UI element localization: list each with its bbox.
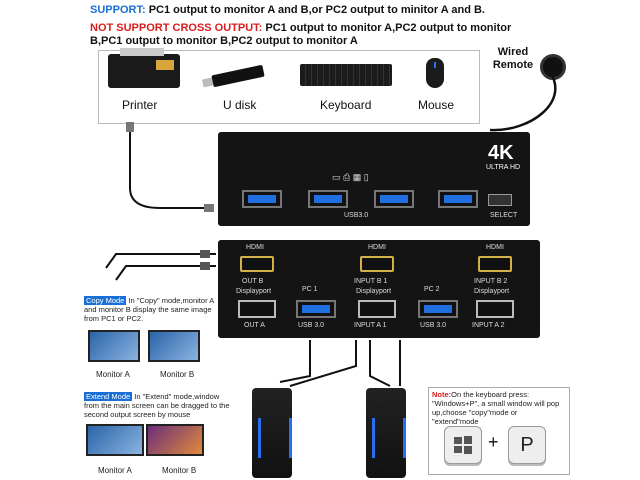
note-desc: On the keyboard press: "Windows+P", a sm…: [432, 390, 560, 426]
mouse-label: Mouse: [418, 98, 455, 112]
usb-cable: [126, 122, 214, 212]
hdmi-port-input-b2: [478, 256, 512, 272]
pc2-tower-icon: [366, 388, 406, 478]
p-key-label: P: [520, 434, 534, 456]
ultra-hd-badge: ULTRA HD: [486, 164, 521, 171]
monitor-a-extend: [86, 424, 144, 456]
not-support-line: NOT SUPPORT CROSS OUTPUT: PC1 output to …: [90, 22, 530, 48]
monitor-a-copy: [88, 330, 140, 362]
4k-badge: 4K: [488, 142, 514, 164]
input-b1-label: INPUT B 1: [354, 278, 388, 285]
windows-key-icon: [444, 426, 482, 464]
monitor-a-copy-label: Monitor A: [96, 370, 130, 379]
select-label: SELECT: [490, 212, 518, 219]
printer-icon: [108, 48, 180, 88]
p-key: P: [508, 426, 546, 464]
extend-mode-desc: In "Extend" mode,window from the main sc…: [84, 392, 230, 419]
keyboard-icon: [300, 64, 392, 86]
usb30-pc1-label: USB 3.0: [298, 322, 325, 329]
hdmi-port-input-b1: [360, 256, 394, 272]
pc1-label: PC 1: [302, 286, 318, 293]
remote-cable: [489, 71, 557, 132]
usb-port-4: [438, 190, 478, 208]
support-text: PC1 output to monitor A and B,or PC2 out…: [148, 4, 485, 16]
dp-label-3: Displayport: [474, 288, 510, 295]
u-disk-label: U disk: [223, 98, 257, 112]
hdmi-port-out-b: [240, 256, 274, 272]
monitor-cables: [105, 250, 216, 281]
copy-mode-tag: Copy Mode: [84, 296, 127, 305]
not-support-text: PC1 output to monitor A,PC2 output to mo…: [90, 22, 512, 47]
usb-port-3: [374, 190, 414, 208]
select-button[interactable]: [488, 194, 512, 206]
dp-port-input-a1: [358, 300, 396, 318]
usb-port-2: [308, 190, 348, 208]
kvm-rear-panel: HDMI OUT B Displayport OUT A PC 1 USB 3.…: [218, 240, 540, 338]
plus-sign: +: [488, 432, 499, 452]
copy-mode-desc: In "Copy" mode,monitor A and monitor B d…: [84, 296, 214, 323]
usb-port-1: [242, 190, 282, 208]
input-a1-label: INPUT A 1: [354, 322, 387, 329]
dp-port-input-a2: [476, 300, 514, 318]
note-label: Note:: [432, 390, 452, 399]
out-a-label: OUT A: [244, 322, 265, 329]
dp-port-out-a: [238, 300, 276, 318]
note-text: Note:On the keyboard press: "Windows+P",…: [432, 390, 566, 426]
usb-port-pc2: [418, 300, 458, 318]
hdmi-label-1: HDMI: [246, 244, 264, 251]
extend-mode-text: Extend Mode In "Extend" mode,window from…: [84, 392, 234, 419]
dp-label-2: Displayport: [356, 288, 392, 295]
input-b2-label: INPUT B 2: [474, 278, 508, 285]
pc2-label: PC 2: [424, 286, 440, 293]
copy-mode-text: Copy Mode In "Copy" mode,monitor A and m…: [84, 296, 214, 323]
extend-mode-tag: Extend Mode: [84, 392, 133, 401]
keyboard-label: Keyboard: [320, 98, 372, 112]
usb30-pc2-label: USB 3.0: [420, 322, 447, 329]
peripheral-glyphs: ▭ ⎙ ▦ ▯: [332, 172, 369, 182]
not-support-label: NOT SUPPORT CROSS OUTPUT:: [90, 22, 263, 34]
monitor-b-extend: [146, 424, 204, 456]
usb-port-pc1: [296, 300, 336, 318]
monitor-a-extend-label: Monitor A: [98, 466, 132, 475]
hdmi-label-3: HDMI: [486, 244, 504, 251]
input-a2-label: INPUT A 2: [472, 322, 505, 329]
pc1-tower-icon: [252, 388, 292, 478]
printer-label: Printer: [122, 98, 158, 112]
out-b-label: OUT B: [242, 278, 264, 285]
monitor-b-copy-label: Monitor B: [160, 370, 195, 379]
wired-remote-label: Wired Remote: [492, 46, 534, 71]
monitor-b-copy: [148, 330, 200, 362]
support-label: SUPPORT:: [90, 4, 146, 16]
hdmi-label-2: HDMI: [368, 244, 386, 251]
mouse-icon: [426, 58, 444, 88]
usb30-label: USB3.0: [344, 212, 369, 219]
pc-cables: [279, 340, 401, 387]
kvm-front-panel: 4K ULTRA HD ▭ ⎙ ▦ ▯ USB3.0 SELECT: [218, 132, 530, 226]
dp-label-1: Displayport: [236, 288, 272, 295]
monitor-b-extend-label: Monitor B: [162, 466, 197, 475]
support-line: SUPPORT: PC1 output to monitor A and B,o…: [90, 4, 485, 16]
